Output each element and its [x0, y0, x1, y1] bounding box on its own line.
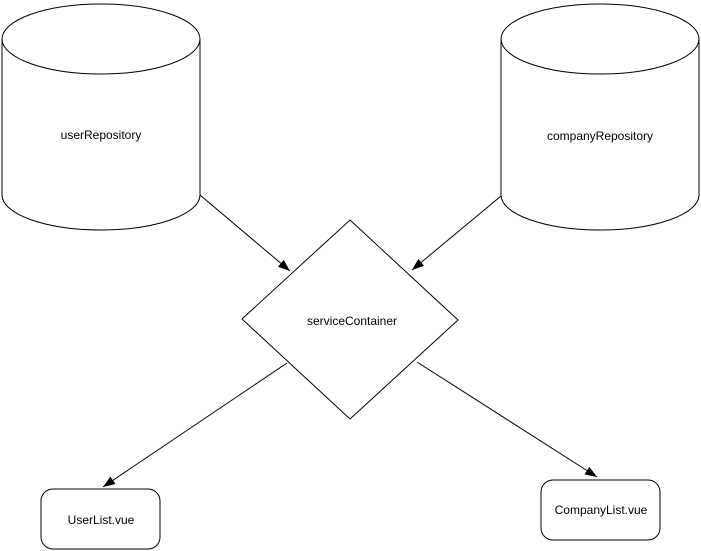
- user-repository-label: userRepository: [60, 127, 142, 142]
- user-repository-node[interactable]: [1, 3, 201, 231]
- company-list-node[interactable]: [540, 479, 661, 541]
- service-container-node[interactable]: [241, 219, 459, 420]
- edge-company-repository-to-service-container[interactable]: [411, 195, 502, 271]
- edge-user-repository-to-service-container[interactable]: [199, 194, 291, 272]
- edge-service-container-to-company-list[interactable]: [416, 361, 598, 478]
- edge-service-container-to-user-list[interactable]: [102, 362, 288, 488]
- company-repository-label: companyRepository: [546, 128, 654, 143]
- user-list-node[interactable]: [40, 488, 161, 550]
- user-list-label: UserList.vue: [67, 512, 135, 527]
- company-list-label: CompanyList.vue: [554, 502, 648, 517]
- company-repository-node[interactable]: [500, 3, 700, 231]
- service-container-label: serviceContainer: [306, 313, 398, 328]
